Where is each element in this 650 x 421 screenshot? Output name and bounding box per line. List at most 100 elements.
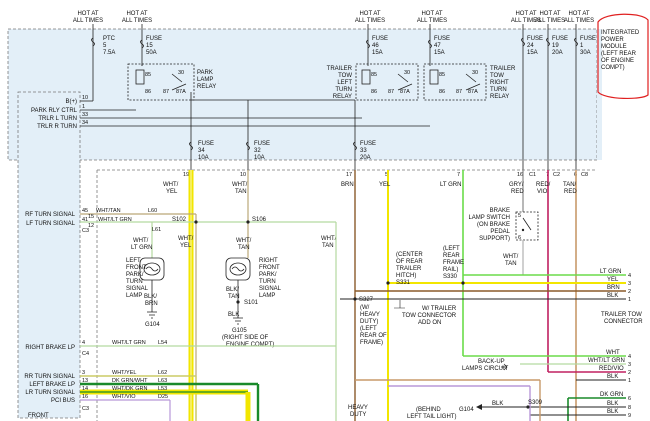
g104-ground-blk: G104 BLK S309 <box>459 400 543 413</box>
svg-text:YEL: YEL <box>166 189 178 195</box>
svg-text:15: 15 <box>88 214 94 220</box>
svg-text:COMPT): COMPT) <box>601 65 625 71</box>
svg-text:20A: 20A <box>552 50 563 56</box>
svg-text:32: 32 <box>254 148 261 154</box>
svg-text:34: 34 <box>198 148 205 154</box>
svg-text:W/ TRAILER: W/ TRAILER <box>422 306 457 312</box>
splice-s106: S106 <box>252 217 267 223</box>
svg-text:RELAY: RELAY <box>490 94 509 100</box>
svg-text:BRN: BRN <box>607 285 620 291</box>
svg-text:PTC: PTC <box>103 36 116 42</box>
svg-text:33: 33 <box>360 148 367 154</box>
svg-text:SIGNAL: SIGNAL <box>259 286 282 292</box>
svg-text:(BEHIND: (BEHIND <box>416 407 441 413</box>
svg-text:POWER: POWER <box>601 37 624 43</box>
label-wht-tan-right: WHT/TAN <box>321 236 337 249</box>
integrated-power-module-label: INTEGRATED POWER MODULE (LEFT REAR OF EN… <box>601 30 640 71</box>
svg-text:WHT/LT GRN: WHT/LT GRN <box>112 340 146 346</box>
svg-text:FRAME: FRAME <box>443 260 464 266</box>
svg-text:REAR OF: REAR OF <box>360 333 387 339</box>
backup-lamps-circuit: BACK-UP LAMPS CIRCUIT <box>462 359 509 372</box>
svg-text:15: 15 <box>146 43 153 49</box>
svg-text:L53: L53 <box>158 386 167 392</box>
svg-text:SIGNAL: SIGNAL <box>126 286 149 292</box>
label-tan-red: TAN/RED <box>563 182 577 195</box>
svg-text:BLK/: BLK/ <box>144 294 157 300</box>
svg-text:WHT/: WHT/ <box>236 238 252 244</box>
svg-text:WHT/VIO: WHT/VIO <box>112 394 136 400</box>
svg-text:C1: C1 <box>529 172 536 178</box>
svg-text:TURN: TURN <box>259 279 276 285</box>
svg-text:PEDAL: PEDAL <box>490 229 510 235</box>
svg-text:LAMP: LAMP <box>259 293 275 299</box>
svg-text:24: 24 <box>527 43 534 49</box>
svg-text:L60: L60 <box>148 208 157 214</box>
svg-text:PARK/: PARK/ <box>126 272 144 278</box>
svg-text:FUSE: FUSE <box>360 141 376 147</box>
right-lamp-ground: BLK/ TAN BLK S101 G105 (RIGHT SIDE OF EN… <box>222 287 274 348</box>
right-turn-relay-label: TRAILER TOW RIGHT TURN RELAY <box>490 66 516 100</box>
svg-text:TURN: TURN <box>490 87 507 93</box>
svg-text:ALL TIMES: ALL TIMES <box>122 18 152 24</box>
svg-text:87A: 87A <box>400 89 410 95</box>
svg-text:10: 10 <box>240 172 246 178</box>
svg-text:GRY/: GRY/ <box>509 182 524 188</box>
svg-text:HEAVY: HEAVY <box>348 405 368 411</box>
svg-text:SUPPORT): SUPPORT) <box>479 236 510 242</box>
svg-text:RR TURN SIGNAL: RR TURN SIGNAL <box>24 374 75 380</box>
svg-text:D25: D25 <box>158 394 168 400</box>
svg-text:S327: S327 <box>359 297 374 303</box>
svg-text:87A: 87A <box>176 89 186 95</box>
svg-text:LF TURN SIGNAL: LF TURN SIGNAL <box>26 221 76 227</box>
svg-text:(ON BRAKE: (ON BRAKE <box>477 222 510 228</box>
svg-text:TOW CONNECTOR: TOW CONNECTOR <box>402 313 457 319</box>
svg-text:LR TURN SIGNAL: LR TURN SIGNAL <box>25 390 75 396</box>
svg-text:WHT/: WHT/ <box>178 236 194 242</box>
svg-text:WHT/: WHT/ <box>163 182 179 188</box>
svg-text:LAMP: LAMP <box>197 77 213 83</box>
ipm-highlight-circle <box>597 13 649 99</box>
svg-text:WHT/DK GRN: WHT/DK GRN <box>112 386 147 392</box>
svg-text:HOT AT: HOT AT <box>568 11 589 17</box>
svg-text:15A: 15A <box>434 50 445 56</box>
label-lt-grn: LT GRN <box>440 182 461 188</box>
signal-b-plus: B(+)10 <box>65 95 88 105</box>
svg-text:L62: L62 <box>158 370 167 376</box>
svg-text:C8: C8 <box>581 172 588 178</box>
svg-text:5: 5 <box>103 43 107 49</box>
svg-text:TAN: TAN <box>505 261 517 267</box>
svg-text:YEL: YEL <box>180 243 192 249</box>
svg-text:ADD ON: ADD ON <box>418 320 441 326</box>
svg-text:DUTY: DUTY <box>350 412 366 418</box>
svg-text:1: 1 <box>82 104 85 110</box>
svg-text:CONNECTOR: CONNECTOR <box>604 319 643 325</box>
ipm-region <box>7 28 598 161</box>
svg-text:34: 34 <box>82 120 88 126</box>
svg-text:30: 30 <box>472 70 478 76</box>
connector-c3-lower: C3 <box>82 406 89 412</box>
svg-text:RELAY: RELAY <box>197 84 216 90</box>
svg-text:(W/: (W/ <box>360 305 370 311</box>
svg-text:(RIGHT SIDE OF: (RIGHT SIDE OF <box>222 335 269 341</box>
svg-text:19: 19 <box>552 43 559 49</box>
svg-text:TAN: TAN <box>322 243 334 249</box>
svg-text:ALL TIMES: ALL TIMES <box>355 18 385 24</box>
brake-switch-wire-label: WHT/TAN <box>503 254 519 267</box>
svg-text:B(+): B(+) <box>65 99 77 105</box>
svg-text:OF REAR: OF REAR <box>396 259 423 265</box>
svg-text:TRLR R TURN: TRLR R TURN <box>37 124 77 130</box>
